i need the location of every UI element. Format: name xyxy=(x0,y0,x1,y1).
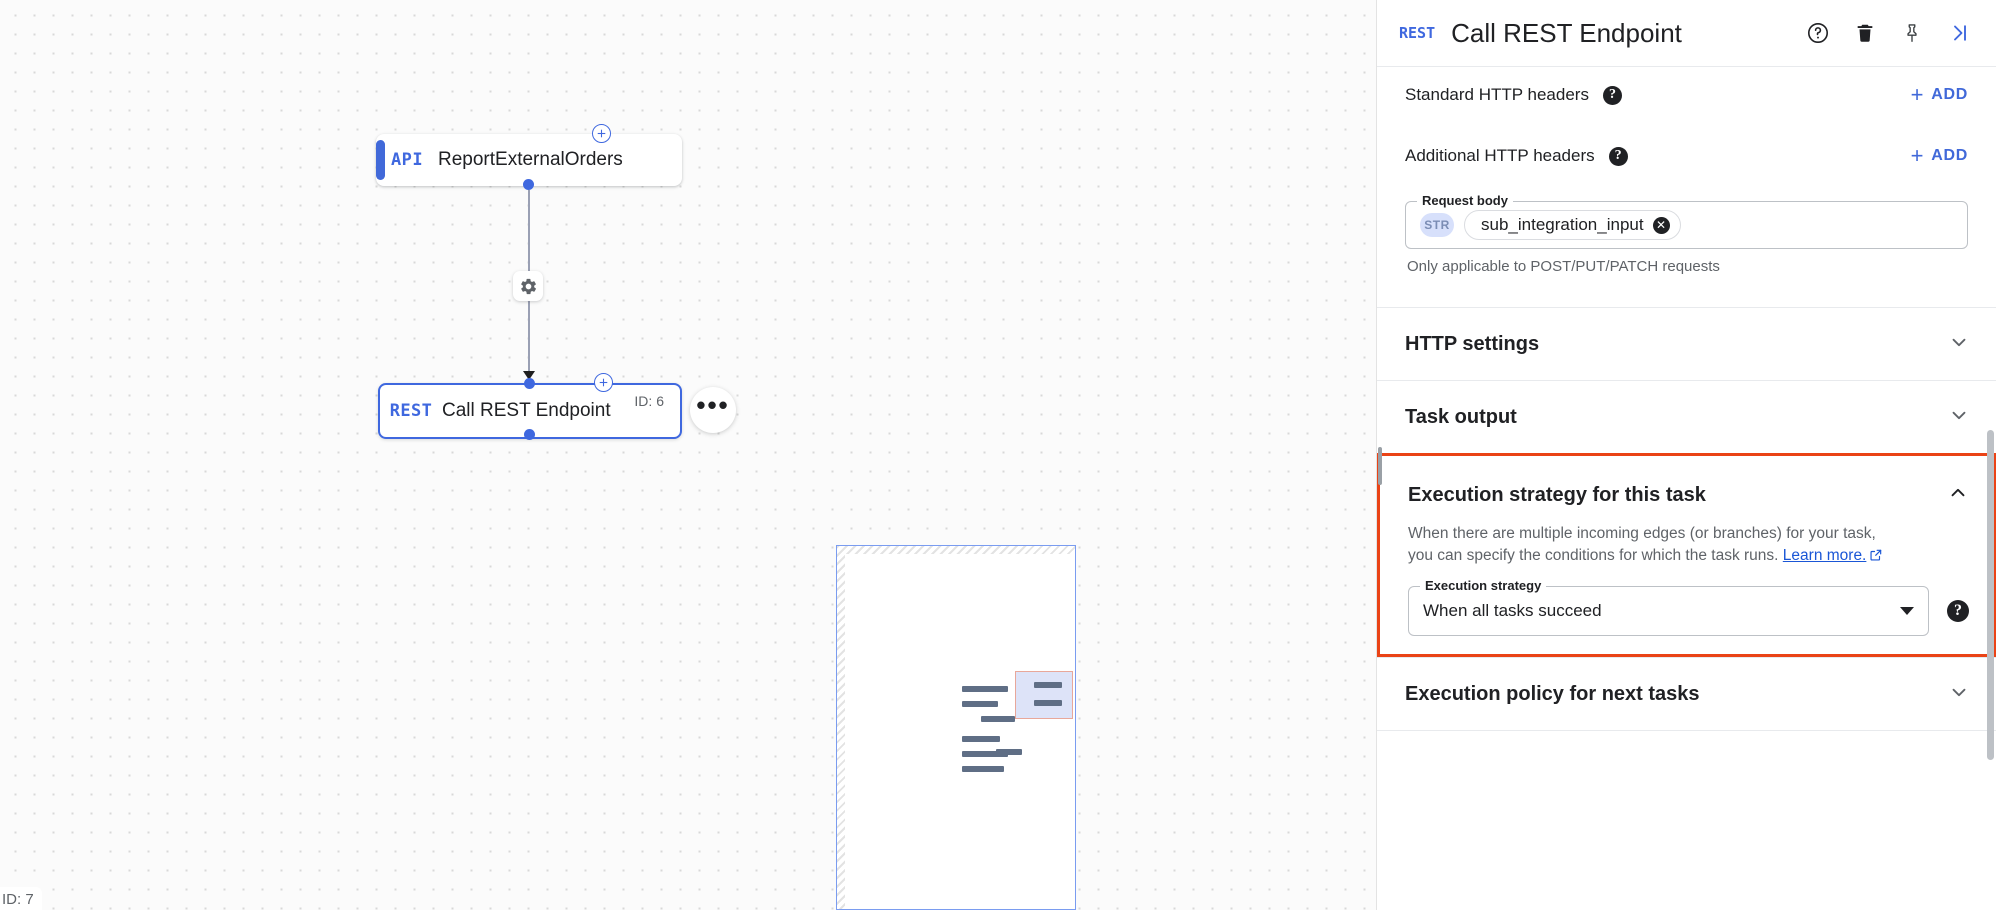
external-link-icon[interactable] xyxy=(1869,547,1883,569)
clear-variable-icon[interactable]: ✕ xyxy=(1652,216,1670,234)
chevron-down-icon xyxy=(1948,331,1970,358)
edge-arrowhead xyxy=(523,371,535,380)
add-node-plus-button-api[interactable] xyxy=(592,124,611,143)
section-title: Execution policy for next tasks xyxy=(1405,682,1700,705)
learn-more-link[interactable]: Learn more. xyxy=(1782,547,1867,564)
pin-icon[interactable] xyxy=(1895,16,1929,50)
variable-name: sub_integration_input xyxy=(1481,215,1644,234)
panel-scrollbar-thumb[interactable] xyxy=(1987,430,1994,760)
add-label: ADD xyxy=(1931,147,1968,164)
panel-task-type-badge: REST xyxy=(1399,24,1436,42)
plus-icon: + xyxy=(1910,82,1925,107)
section-title: Execution strategy for this task xyxy=(1408,484,1706,506)
execution-strategy-select-row: Execution strategy When all tasks succee… xyxy=(1408,578,1969,636)
add-standard-header-button[interactable]: + ADD xyxy=(1911,84,1968,106)
edge-condition-gear-button[interactable] xyxy=(513,271,543,301)
collapse-panel-icon[interactable] xyxy=(1942,16,1976,50)
gear-icon xyxy=(520,278,536,294)
divider xyxy=(1377,307,1996,308)
offscreen-node-id-label: ID: 7 xyxy=(0,887,42,910)
overview-hatch-left xyxy=(837,546,845,909)
divider xyxy=(1377,380,1996,381)
node-id-label: ID: 6 xyxy=(634,393,664,409)
section-title: HTTP settings xyxy=(1405,332,1540,355)
help-icon-additional-headers[interactable]: ? xyxy=(1608,146,1628,166)
divider xyxy=(1377,657,1996,658)
node-more-options-button[interactable]: ••• xyxy=(690,387,736,433)
execution-strategy-legend: Execution strategy xyxy=(1420,578,1547,593)
node-output-port[interactable] xyxy=(524,429,535,440)
node-report-external-orders[interactable]: API ReportExternalOrders xyxy=(376,134,682,186)
node-title: ReportExternalOrders xyxy=(438,149,623,170)
node-type-badge: API xyxy=(391,150,423,170)
plus-icon: + xyxy=(1910,143,1925,168)
panel-body: Standard HTTP headers ? + ADD Additional… xyxy=(1377,67,1996,910)
chevron-down-icon xyxy=(1948,681,1970,708)
variable-type-chip: STR xyxy=(1420,213,1454,237)
request-body-legend: Request body xyxy=(1417,193,1513,208)
node-input-port[interactable] xyxy=(524,378,535,389)
node-output-port[interactable] xyxy=(523,179,534,190)
execution-strategy-value: When all tasks succeed xyxy=(1423,601,1602,620)
divider xyxy=(1377,730,1996,731)
section-execution-strategy[interactable]: Execution strategy for this task When th… xyxy=(1377,453,1996,657)
section-title: Task output xyxy=(1405,405,1517,428)
section-execution-policy-next-tasks[interactable]: Execution policy for next tasks xyxy=(1377,658,1996,730)
workflow-canvas[interactable]: API ReportExternalOrders REST Call REST … xyxy=(0,0,1376,910)
plus-icon xyxy=(599,378,608,387)
request-body-field[interactable]: Request body STR sub_integration_input ✕ xyxy=(1405,193,1968,249)
standard-http-headers-label: Standard HTTP headers xyxy=(1405,85,1589,104)
section-http-settings[interactable]: HTTP settings xyxy=(1377,308,1996,380)
section-scroll-indicator xyxy=(1378,447,1382,485)
add-label: ADD xyxy=(1931,86,1968,103)
request-body-variable-chip[interactable]: sub_integration_input ✕ xyxy=(1464,210,1681,240)
node-accent-bar xyxy=(376,140,385,180)
execution-strategy-select[interactable]: Execution strategy When all tasks succee… xyxy=(1408,578,1929,636)
help-circle-icon[interactable] xyxy=(1801,16,1835,50)
delete-icon[interactable] xyxy=(1848,16,1882,50)
additional-http-headers-row: Additional HTTP headers ? + ADD xyxy=(1377,123,1996,189)
node-type-badge: REST xyxy=(389,401,433,421)
task-config-panel: REST Call REST Endpoint xyxy=(1376,0,1996,910)
add-node-plus-button-rest[interactable] xyxy=(594,373,613,392)
request-body-hint: Only applicable to POST/PUT/PATCH reques… xyxy=(1407,258,1720,275)
standard-http-headers-row: Standard HTTP headers ? + ADD xyxy=(1377,67,1996,123)
plus-icon xyxy=(597,129,606,138)
chevron-down-icon xyxy=(1948,404,1970,431)
help-icon-execution-strategy[interactable]: ? xyxy=(1947,600,1969,622)
additional-http-headers-label: Additional HTTP headers xyxy=(1405,146,1595,165)
node-title: Call REST Endpoint xyxy=(442,400,611,421)
overview-hatch-top xyxy=(837,546,1075,554)
description-line-1: When there are multiple incoming edges (… xyxy=(1408,525,1876,542)
help-icon-standard-headers[interactable]: ? xyxy=(1602,85,1622,105)
chevron-down-icon[interactable] xyxy=(1900,607,1914,615)
execution-strategy-description: When there are multiple incoming edges (… xyxy=(1380,523,1993,569)
panel-header: REST Call REST Endpoint xyxy=(1377,0,1996,67)
section-task-output[interactable]: Task output xyxy=(1377,381,1996,453)
canvas-overview-panel[interactable] xyxy=(836,545,1076,910)
description-line-2: you can specify the conditions for which… xyxy=(1408,547,1779,564)
page-title: Call REST Endpoint xyxy=(1451,17,1682,48)
chevron-up-icon xyxy=(1947,482,1969,509)
execution-strategy-header[interactable]: Execution strategy for this task xyxy=(1380,456,1993,523)
add-additional-header-button[interactable]: + ADD xyxy=(1911,145,1968,167)
